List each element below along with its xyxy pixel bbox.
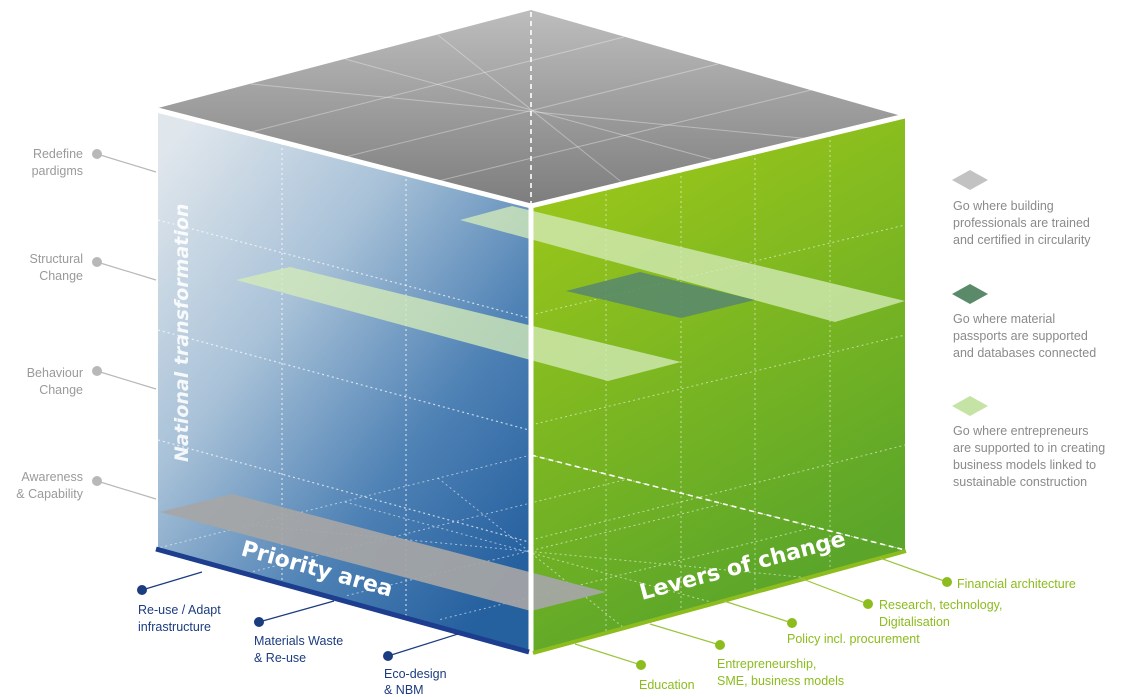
priority-label: infrastructure [138, 620, 211, 634]
slab-building-professionals [160, 494, 606, 611]
left-axis-title: National transformation [171, 204, 193, 462]
y-level-label: Structural [30, 252, 84, 266]
legend-text: and certified in circularity [953, 233, 1091, 247]
priority-label: & Re-use [254, 651, 306, 665]
lever-label: Education [639, 678, 695, 692]
legend-text: sustainable construction [953, 475, 1087, 489]
legend-text: and databases connected [953, 346, 1096, 360]
legend-swatch-dark-green-diamond [952, 284, 988, 304]
y-level-label: & Capability [16, 487, 83, 501]
y-level-awareness: Awareness & Capability [16, 470, 157, 501]
legend-text: Go where entrepreneurs [953, 424, 1089, 438]
legend-text: passports are supported [953, 329, 1088, 343]
legend-text: Go where material [953, 312, 1055, 326]
y-level-behaviour: Behaviour Change [27, 366, 157, 397]
slab-material-passports [566, 272, 755, 318]
lever-label: Digitalisation [879, 615, 950, 629]
y-level-structural: Structural Change [30, 252, 157, 283]
y-level-label: Awareness [21, 470, 83, 484]
legend-item-entrepreneurs: Go where entrepreneurs are supported to … [952, 396, 1105, 489]
lever-label: Policy incl. procurement [787, 632, 920, 646]
lever-label: SME, business models [717, 674, 844, 688]
priority-edge [155, 546, 530, 655]
lever-entrepreneurship: Entrepreneurship, SME, business models [649, 623, 844, 688]
priority-label: & NBM [384, 683, 424, 697]
slab-entrepreneurs-lower [236, 267, 681, 381]
priority-label: Eco-design [384, 667, 447, 681]
priority-eco-design: Eco-design & NBM [383, 633, 459, 697]
y-level-label: Change [39, 269, 83, 283]
priority-label: Re-use / Adapt [138, 603, 221, 617]
lever-label: Financial architecture [957, 577, 1076, 591]
levers-edge [532, 549, 907, 655]
legend-item-building-professionals: Go where building professionals are trai… [952, 170, 1091, 247]
y-level-label: Redefine [33, 147, 83, 161]
y-level-label: Behaviour [27, 366, 83, 380]
legend-text: business models linked to [953, 458, 1096, 472]
lever-education: Education [574, 643, 695, 692]
legend: Go where building professionals are trai… [952, 170, 1105, 489]
lever-label: Research, technology, [879, 598, 1002, 612]
y-level-label: Change [39, 383, 83, 397]
legend-swatch-grey-diamond [952, 170, 988, 190]
slab-entrepreneurs-upper [460, 206, 905, 322]
lever-label: Entrepreneurship, [717, 657, 816, 671]
priority-reuse-adapt: Re-use / Adapt infrastructure [137, 571, 221, 634]
legend-text: are supported to in creating [953, 441, 1105, 455]
y-level-redefine: Redefine pardigms [32, 147, 157, 178]
legend-swatch-light-green-diamond [952, 396, 988, 416]
lever-research-technology: Research, technology, Digitalisation [799, 577, 1002, 629]
priority-label: Materials Waste [254, 634, 343, 648]
legend-item-material-passports: Go where material passports are supporte… [952, 284, 1096, 360]
top-grid [250, 34, 812, 185]
cube-edges [157, 107, 906, 656]
legend-text: professionals are trained [953, 216, 1090, 230]
y-level-label: pardigms [32, 164, 83, 178]
lever-policy-procurement: Policy incl. procurement [723, 600, 920, 646]
lever-financial-architecture: Financial architecture [879, 557, 1076, 591]
legend-text: Go where building [953, 199, 1054, 213]
priority-materials-waste: Materials Waste & Re-use [254, 600, 343, 665]
floor-dashed-line [530, 454, 906, 551]
